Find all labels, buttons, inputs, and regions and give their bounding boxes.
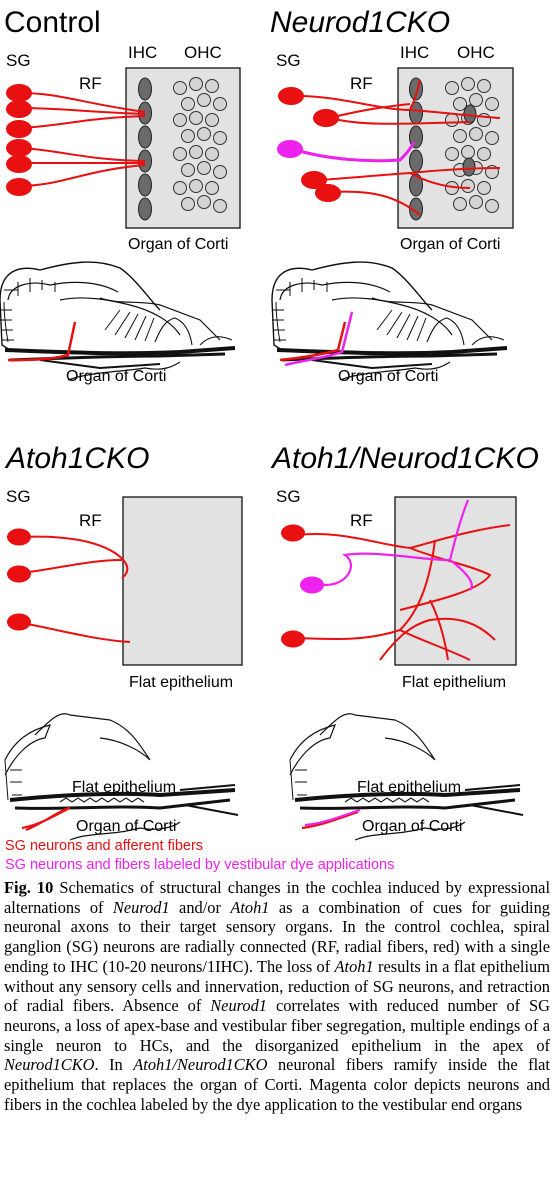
label-sg-atoh1cko: SG <box>6 487 31 506</box>
section-label2-atoh1cko: Organ of Corti <box>76 818 177 835</box>
magenta-fiber-neurod1cko <box>295 141 416 163</box>
section-neurod1cko <box>270 260 509 381</box>
panel-title-neurod1cko: Neurod1CKO <box>270 6 451 39</box>
dark-ohc-neurod1cko <box>462 104 477 177</box>
caption-text: correlates with reduced number of SG neu… <box>4 996 550 1055</box>
caption-text: . In <box>94 1055 123 1075</box>
organ-label-neurod1cko: Organ of Corti <box>400 236 501 253</box>
section-atoh1cko <box>3 711 240 841</box>
panel-neurod1cko <box>270 67 514 381</box>
legend-red: SG neurons and afferent fibers <box>5 838 204 854</box>
label-ihc-control: IHC <box>128 43 158 62</box>
organ-label-control: Organ of Corti <box>128 236 229 253</box>
caption-gene: Neurod1CKO <box>4 1055 95 1075</box>
magenta-fibers-atoh1-neurod1cko <box>317 499 473 591</box>
fibers-atoh1cko <box>21 535 131 643</box>
caption-fig-label: Fig. 10 <box>4 878 54 897</box>
caption-gene: Neurod1 <box>112 897 170 917</box>
caption-gene: Atoh1/Neurod1CKO <box>133 1055 268 1075</box>
fibers-neurod1cko <box>297 79 501 216</box>
label-rf-control: RF <box>79 74 102 93</box>
figure-caption: Fig. 10 Schematics of structural changes… <box>4 878 550 1114</box>
figure-schematic <box>0 67 525 841</box>
flat-box-atoh1-neurod1cko <box>394 496 517 666</box>
section-label-control: Organ of Corti <box>66 368 167 385</box>
section-label2-atoh1-neurod1cko: Organ of Corti <box>362 818 463 835</box>
caption-text: neuronal fibers ramify inside the flat e… <box>4 1055 550 1114</box>
fibers-atoh1-neurod1cko <box>297 524 511 661</box>
label-rf-neurod1cko: RF <box>350 74 373 93</box>
organ-label-atoh1cko: Flat epithelium <box>129 674 234 691</box>
section-label1-atoh1-neurod1cko: Flat epithelium <box>357 779 462 796</box>
caption-gene: Atoh1 <box>334 956 374 976</box>
section-atoh1-neurod1cko <box>288 711 525 841</box>
caption-text: results in a flat epithelium without any… <box>4 956 550 1016</box>
sg-neurons-neurod1cko <box>277 87 341 202</box>
panel-title-control: Control <box>4 6 101 39</box>
caption-gene: Neurod1 <box>210 996 267 1016</box>
fibers-control <box>19 92 146 187</box>
label-sg-control: SG <box>6 51 31 70</box>
flat-box-atoh1cko <box>122 496 243 666</box>
sg-neurons-atoh1cko <box>7 528 31 631</box>
caption-text: and/or <box>179 897 221 917</box>
caption-gene: Atoh1 <box>230 897 270 917</box>
section-fiber-control <box>7 321 77 362</box>
label-sg-atoh1-neurod1cko: SG <box>276 487 301 506</box>
label-ihc-neurod1cko: IHC <box>400 43 430 62</box>
label-ohc-neurod1cko: OHC <box>457 43 495 62</box>
panel-title-atoh1cko: Atoh1CKO <box>6 442 150 475</box>
panel-control <box>0 67 241 381</box>
organ-label-atoh1-neurod1cko: Flat epithelium <box>402 674 507 691</box>
label-rf-atoh1-neurod1cko: RF <box>350 511 373 530</box>
section-control <box>0 260 237 381</box>
label-ohc-control: OHC <box>184 43 222 62</box>
label-rf-atoh1cko: RF <box>79 511 102 530</box>
panel-atoh1-neurod1cko <box>281 496 525 841</box>
legend-magenta: SG neurons and fibers labeled by vestibu… <box>5 857 395 873</box>
caption-text: Schematics of structural changes in the … <box>4 878 550 917</box>
panel-title-atoh1-neurod1cko: Atoh1/Neurod1CKO <box>272 442 539 475</box>
section-label1-atoh1cko: Flat epithelium <box>72 779 177 796</box>
label-sg-neurod1cko: SG <box>276 51 301 70</box>
sg-neurons-atoh1-neurod1cko <box>281 524 324 648</box>
panel-atoh1cko <box>3 496 243 841</box>
section-label-neurod1cko: Organ of Corti <box>338 368 439 385</box>
sg-neurons-control <box>6 84 32 196</box>
caption-text: as a combination of cues for guiding neu… <box>4 897 550 976</box>
